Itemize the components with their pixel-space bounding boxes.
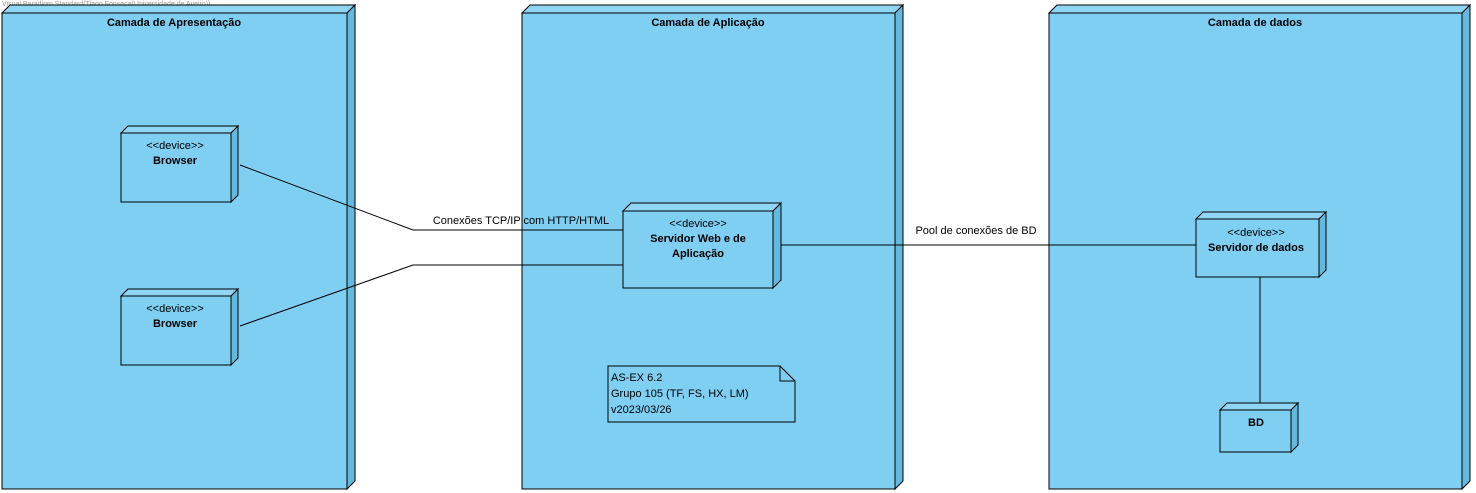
- connection-browser1-webserver[interactable]: [239, 164, 623, 231]
- layer-presentation-title: Camada de Apresentação: [107, 17, 241, 29]
- device-name: Browser: [153, 318, 198, 330]
- connection-label-tcp: Conexões TCP/IP com HTTP/HTML: [433, 215, 609, 227]
- note[interactable]: AS-EX 6.2 Grupo 105 (TF, FS, HX, LM) v20…: [607, 365, 796, 423]
- node-name: BD: [1248, 417, 1264, 429]
- connection-label-pool: Pool de conexões de BD: [915, 225, 1036, 237]
- device-stereotype: <<device>>: [146, 303, 204, 315]
- device-stereotype: <<device>>: [1227, 227, 1285, 239]
- device-stereotype: <<device>>: [146, 140, 204, 152]
- layer-presentation[interactable]: Camada de Apresentação: [0, 3, 357, 491]
- connection-browser2-webserver[interactable]: [239, 264, 623, 327]
- device-browser-2[interactable]: <<device>> Browser: [119, 287, 240, 367]
- note-line-1: AS-EX 6.2: [611, 372, 662, 384]
- node-bd[interactable]: BD: [1218, 401, 1300, 454]
- device-name: Browser: [153, 155, 198, 167]
- layer-data-title: Camada de dados: [1208, 17, 1302, 29]
- device-name: Servidor de dados: [1208, 242, 1304, 254]
- note-line-2: Grupo 105 (TF, FS, HX, LM): [611, 388, 749, 400]
- device-web-server[interactable]: <<device>> Servidor Web e de Aplicação: [621, 201, 783, 290]
- device-browser-1[interactable]: <<device>> Browser: [119, 124, 240, 204]
- device-name-line1: Servidor Web e de: [650, 233, 746, 245]
- device-name-line2: Aplicação: [672, 248, 724, 260]
- device-stereotype: <<device>>: [669, 218, 727, 230]
- layer-application-title: Camada de Aplicação: [651, 17, 765, 29]
- device-data-server[interactable]: <<device>> Servidor de dados: [1194, 210, 1328, 279]
- note-line-3: v2023/03/26: [611, 404, 672, 416]
